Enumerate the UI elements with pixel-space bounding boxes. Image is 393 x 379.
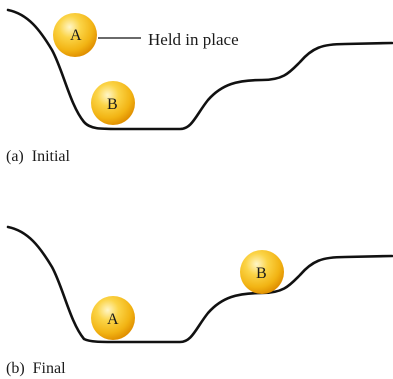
panel-a-caption: (a) Initial — [6, 148, 71, 165]
ball-b-final-label: B — [256, 265, 267, 282]
ball-a-final: A — [91, 296, 135, 340]
ball-b-initial: B — [91, 81, 135, 125]
ball-a-initial: A — [53, 13, 97, 57]
panel-b: B A (b) Final — [6, 225, 393, 377]
panel-b-caption: (b) Final — [6, 360, 66, 377]
track-b — [6, 225, 393, 344]
track-a — [6, 8, 393, 131]
held-in-place-annotation: Held in place — [148, 30, 239, 49]
ball-a-initial-label: A — [70, 27, 82, 44]
ball-a-final-label: A — [107, 311, 119, 328]
panel-a: A B Held in place (a) Initial — [6, 8, 393, 165]
ball-b-final: B — [240, 250, 284, 294]
ball-b-initial-label: B — [107, 96, 118, 113]
